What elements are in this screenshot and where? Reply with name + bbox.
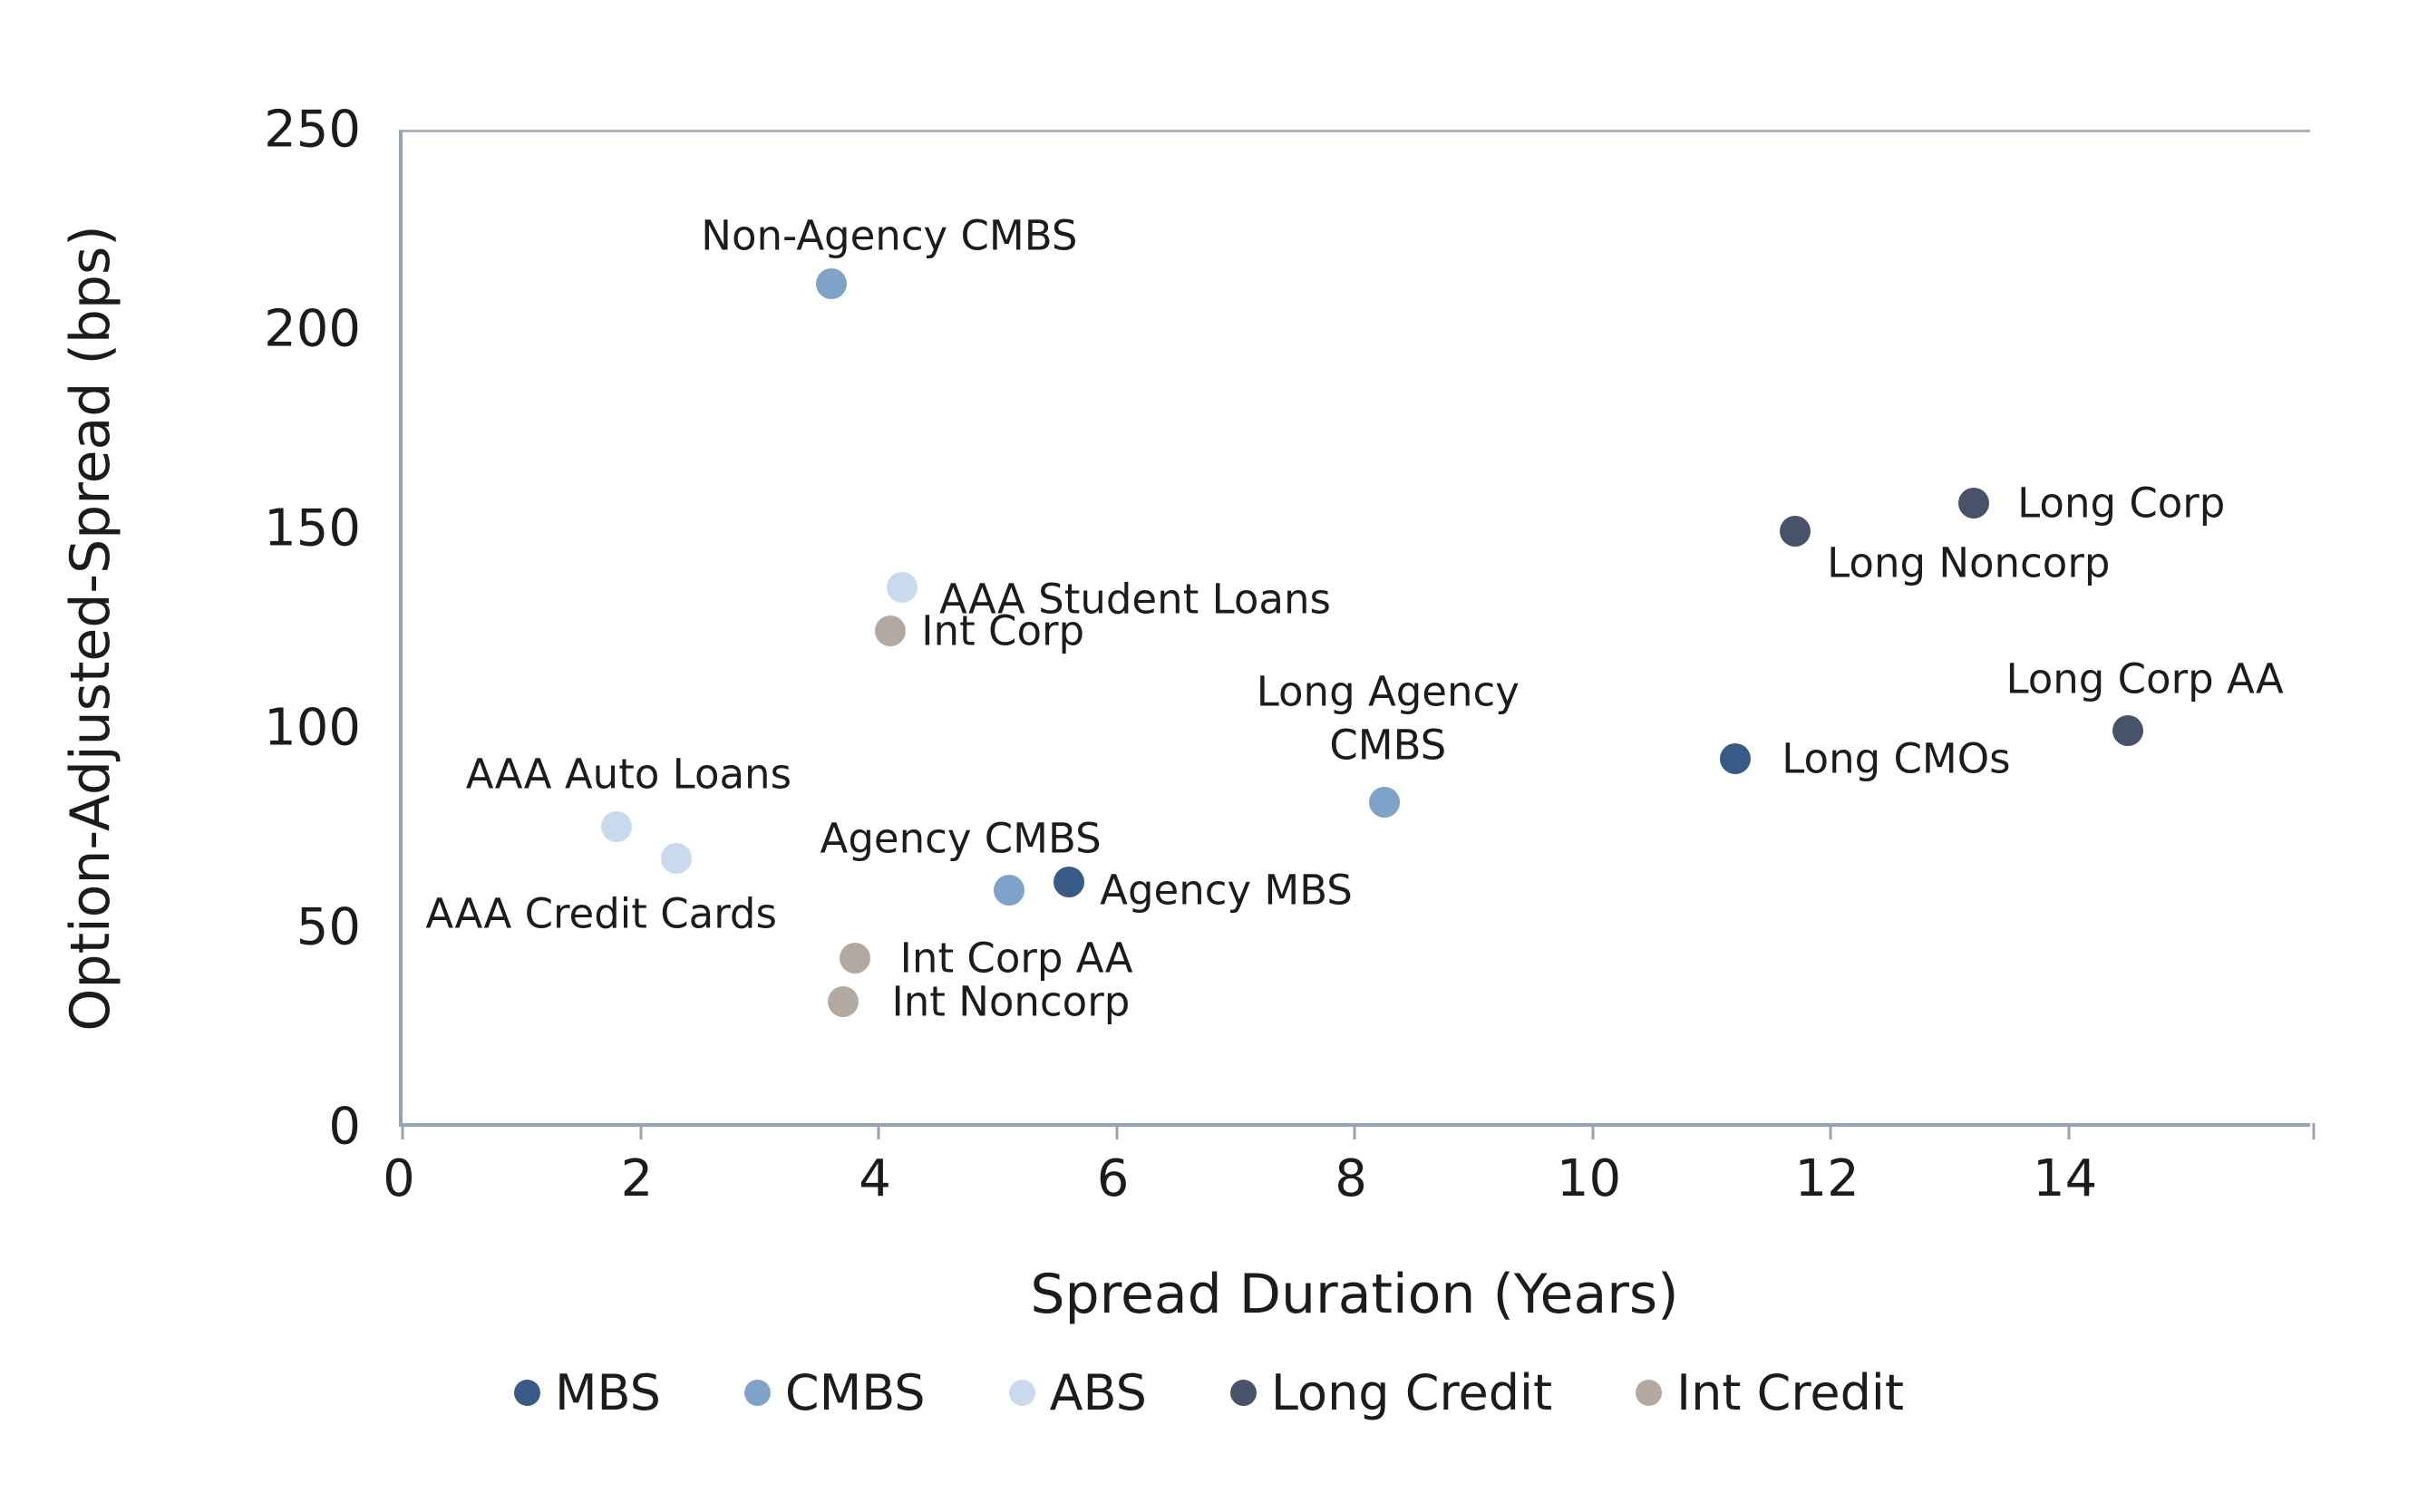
legend-label-int-credit: Int Credit	[1676, 1364, 1905, 1421]
legend-dot-long-credit	[1229, 1380, 1257, 1406]
x-tick-label-12: 12	[1794, 1149, 1860, 1208]
x-tick-label-4: 4	[859, 1149, 891, 1208]
legend-dot-cmbs	[743, 1380, 771, 1406]
x-axis-tick	[1591, 1123, 1595, 1139]
point-label-non-agency-cmbs: Non-Agency CMBS	[701, 211, 1078, 260]
x-tick-label-0: 0	[383, 1149, 415, 1208]
point-label-aaa-student-loans: AAA Student Loans	[938, 575, 1331, 624]
x-axis-tick	[2312, 1123, 2316, 1139]
x-axis-tick	[877, 1123, 880, 1139]
x-tick-label-8: 8	[1335, 1149, 1367, 1208]
point-long-corp-aa	[2112, 715, 2144, 746]
legend-dot-mbs	[513, 1380, 540, 1406]
point-long-cmos	[1720, 742, 1752, 774]
x-tick-label-10: 10	[1556, 1149, 1622, 1208]
x-axis-tick	[1829, 1123, 1832, 1139]
x-tick-label-2: 2	[620, 1149, 654, 1208]
x-axis-title: Spread Duration (Years)	[1030, 1263, 1679, 1326]
legend-item-int-credit: Int Credit	[1636, 1364, 1904, 1421]
point-agency-mbs	[1054, 867, 1085, 898]
point-aaa-student-loans	[887, 571, 918, 603]
x-tick-label-14: 14	[2032, 1149, 2098, 1208]
x-axis-tick	[2067, 1123, 2071, 1139]
legend-item-mbs: MBS	[513, 1364, 661, 1421]
point-label-int-corp: Int Corp	[921, 606, 1085, 655]
x-axis-tick	[1115, 1123, 1119, 1139]
point-label-long-corp-aa: Long Corp AA	[2005, 654, 2284, 703]
x-axis-tick	[1353, 1123, 1356, 1139]
point-label-agency-cmbs: Agency CMBS	[820, 814, 1102, 863]
y-tick-label-250: 250	[264, 100, 361, 160]
legend-label-mbs: MBS	[554, 1364, 661, 1421]
point-label-long-noncorp: Long Noncorp	[1827, 538, 2111, 587]
point-label-int-corp-aa: Int Corp AA	[899, 934, 1133, 983]
x-tick-label-6: 6	[1096, 1149, 1130, 1208]
legend-dot-abs	[1008, 1380, 1035, 1406]
x-axis-tick	[401, 1123, 404, 1139]
point-int-corp	[875, 615, 907, 646]
point-int-noncorp	[827, 986, 859, 1018]
point-label-aaa-auto-loans: AAA Auto Loans	[465, 750, 792, 799]
point-aaa-auto-loans	[601, 810, 633, 842]
point-agency-cmbs	[994, 875, 1025, 906]
legend-label-abs: ABS	[1049, 1364, 1147, 1421]
y-tick-label-150: 150	[264, 499, 361, 558]
point-long-agency-cmbs	[1368, 787, 1400, 819]
y-tick-label-0: 0	[328, 1097, 361, 1157]
legend-item-abs: ABS	[1008, 1364, 1147, 1421]
point-non-agency-cmbs	[815, 268, 847, 300]
point-label-int-noncorp: Int Noncorp	[891, 977, 1131, 1026]
legend-item-cmbs: CMBS	[743, 1364, 926, 1421]
legend-label-long-credit: Long Credit	[1270, 1364, 1553, 1421]
point-int-corp-aa	[839, 942, 870, 974]
point-label-agency-mbs: Agency MBS	[1100, 866, 1353, 915]
chart-legend: MBS CMBS ABS Long Credit Int Credit	[0, 1364, 2418, 1421]
legend-item-long-credit: Long Credit	[1229, 1364, 1553, 1421]
x-axis-tick	[639, 1123, 642, 1139]
point-long-noncorp	[1779, 516, 1811, 547]
point-aaa-credit-cards	[660, 842, 692, 874]
point-label-aaa-credit-cards: AAA Credit Cards	[425, 889, 777, 938]
legend-dot-int-credit	[1636, 1380, 1663, 1406]
point-label-long-cmos: Long CMOs	[1782, 734, 2011, 783]
legend-label-cmbs: CMBS	[784, 1364, 926, 1421]
point-label-long-corp: Long Corp	[2017, 479, 2226, 528]
point-long-corp	[1957, 488, 1989, 519]
y-tick-label-100: 100	[264, 698, 361, 758]
y-tick-label-50: 50	[296, 897, 361, 957]
y-tick-label-200: 200	[264, 299, 361, 359]
